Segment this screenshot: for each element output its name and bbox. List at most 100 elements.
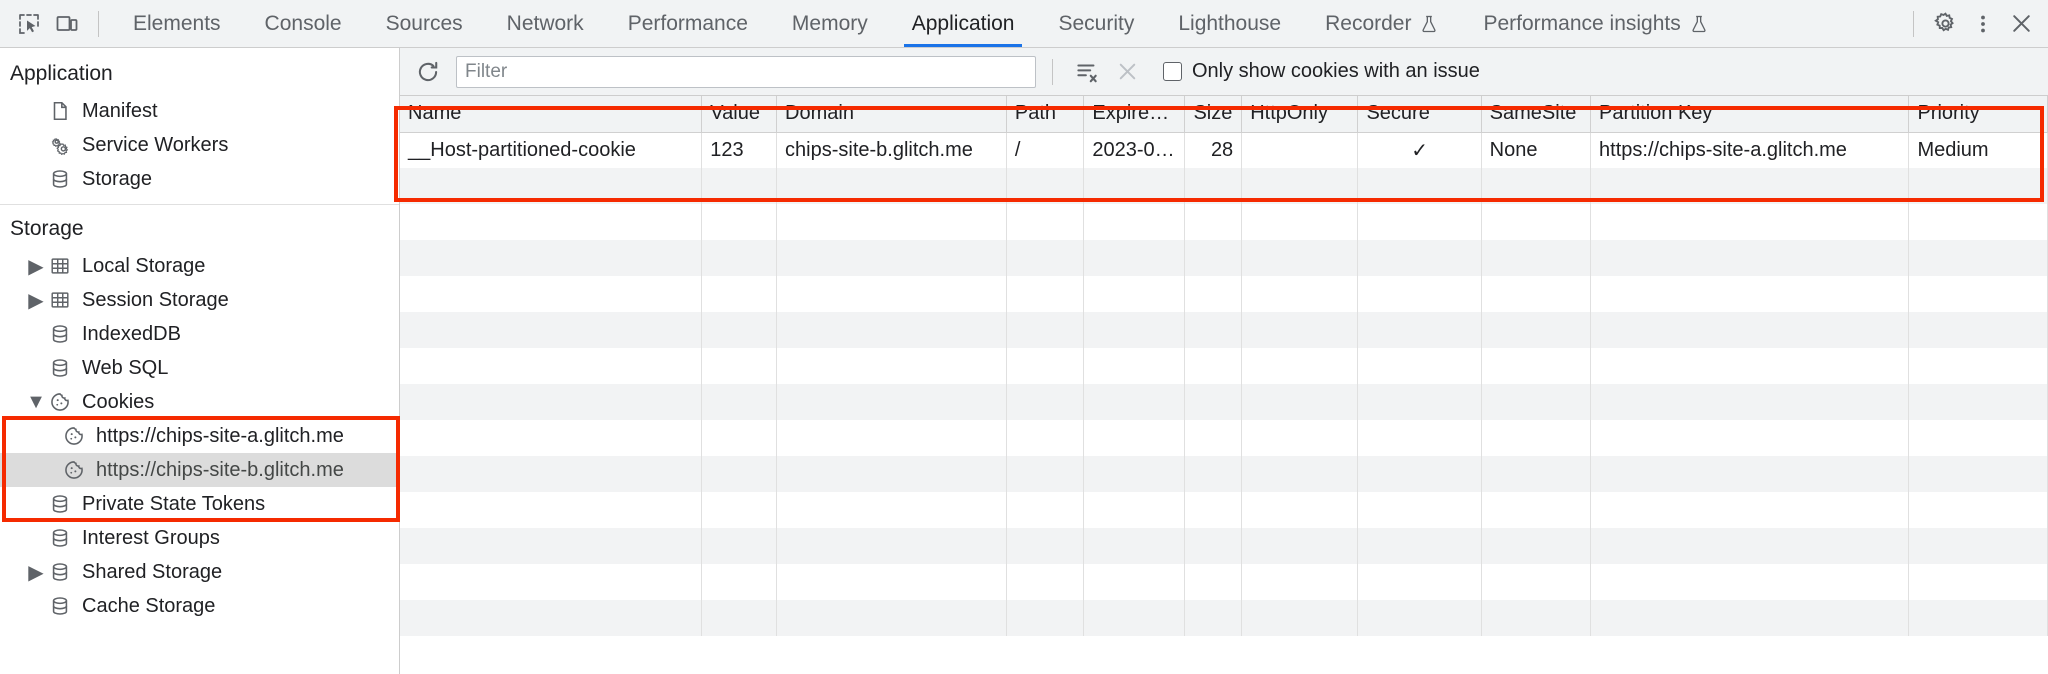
refresh-icon[interactable] [410,54,446,90]
sidebar-item-private-state-tokens[interactable]: ▶ Private State Tokens [0,487,399,521]
tab-elements[interactable]: Elements [111,0,243,47]
filler-cell [1184,240,1243,276]
tab-performance[interactable]: Performance [606,0,770,47]
filler-cell [1006,528,1085,564]
delete-selected-cookie-icon[interactable] [1109,54,1145,90]
filler-cell [776,312,1007,348]
column-header-expires[interactable]: Expires / M… [1083,96,1186,133]
filler-cell [1006,564,1085,600]
column-header-domain[interactable]: Domain [776,96,1007,133]
table-filler-row [400,204,2048,240]
database-icon [46,526,74,550]
filler-cell [1241,348,1359,384]
tab-console[interactable]: Console [243,0,364,47]
column-header-partition-key[interactable]: Partition Key [1590,96,1910,133]
filler-cell [1241,564,1359,600]
tab-application[interactable]: Application [890,0,1037,47]
filler-cell [1184,492,1243,528]
filler-cell [1357,564,1482,600]
sidebar-item-session-storage[interactable]: ▶ Session Storage [0,283,399,317]
column-header-path[interactable]: Path [1006,96,1085,133]
tab-elements-label: Elements [133,11,221,35]
filler-cell [701,420,778,456]
filler-cell [1481,564,1592,600]
table-filler-row [400,312,2048,348]
cell-expires: 2023-07-07… [1083,132,1186,168]
sidebar-item-service-workers[interactable]: ▶ Service Workers [0,128,399,162]
kebab-menu-icon[interactable] [1964,5,2002,43]
filler-cell [1908,204,2048,240]
inspect-element-icon[interactable] [10,5,48,43]
sidebar-item-cookies-chips-site-a[interactable]: https://chips-site-a.glitch.me [0,419,399,453]
column-header-name[interactable]: Name [400,96,703,133]
sidebar-item-label: Local Storage [82,255,206,277]
filler-cell [1006,240,1085,276]
column-header-value[interactable]: Value [701,96,778,133]
table-header-row: Name Value Domain Path Expires / M… Size… [400,96,2048,133]
chevron-down-icon[interactable]: ▼ [26,390,46,413]
filter-toolbar-divider [1052,58,1053,85]
filler-cell [776,348,1007,384]
filler-cell [776,420,1007,456]
devtools-body: Application ▶ Manifest ▶ [0,48,2048,674]
only-show-issues-checkbox[interactable] [1163,62,1182,81]
sidebar-item-web-sql[interactable]: ▶ Web SQL [0,351,399,385]
filler-cell [1357,276,1482,312]
filler-cell [701,312,778,348]
cookies-table-header: Name Value Domain Path Expires / M… Size… [400,96,2048,133]
filler-cell [1184,420,1243,456]
column-header-size[interactable]: Size [1184,96,1243,133]
sidebar-item-manifest[interactable]: ▶ Manifest [0,94,399,128]
device-toolbar-icon[interactable] [48,5,86,43]
filler-cell [1083,564,1186,600]
column-header-httponly[interactable]: HttpOnly [1241,96,1359,133]
sidebar-item-storage[interactable]: ▶ Storage [0,162,399,196]
tab-memory[interactable]: Memory [770,0,890,47]
filler-cell [701,348,778,384]
cell-domain: chips-site-b.glitch.me [776,132,1007,168]
tab-performance-insights[interactable]: Performance insights [1461,0,1730,47]
filler-cell [1357,384,1482,420]
sidebar-item-local-storage[interactable]: ▶ Local Storage [0,249,399,283]
chevron-right-icon[interactable]: ▶ [28,561,44,584]
tab-lighthouse[interactable]: Lighthouse [1156,0,1303,47]
sidebar-item-label: Storage [82,168,153,190]
close-icon[interactable] [2002,5,2040,43]
sidebar-item-cache-storage[interactable]: ▶ Cache Storage [0,589,399,623]
tab-sources[interactable]: Sources [364,0,485,47]
column-header-secure[interactable]: Secure [1357,96,1482,133]
filler-cell [1481,420,1592,456]
tab-recorder[interactable]: Recorder [1303,0,1461,47]
chevron-right-icon[interactable]: ▶ [28,255,44,278]
filler-cell [1184,312,1243,348]
sidebar-divider [0,204,399,205]
cell-value: 123 [701,132,778,168]
sidebar-item-shared-storage[interactable]: ▶ Shared Storage [0,555,399,589]
filler-cell [776,492,1007,528]
filler-cell [1006,456,1085,492]
only-show-issues-checkbox-row[interactable]: Only show cookies with an issue [1163,60,1480,83]
tab-network[interactable]: Network [485,0,606,47]
table-row[interactable]: __Host-partitioned-cookie 123 chips-site… [400,132,2048,168]
table-filler-row [400,168,2048,204]
filler-cell [1590,492,1910,528]
filler-cell [1908,348,2048,384]
clear-all-cookies-icon[interactable] [1069,54,1105,90]
panel-tab-strip: Elements Console Sources Network Perform… [111,0,1731,47]
tab-security[interactable]: Security [1036,0,1156,47]
chevron-right-icon[interactable]: ▶ [28,289,44,312]
tab-performance-insights-label: Performance insights [1483,11,1681,35]
search-input[interactable] [456,55,1036,88]
filler-cell [1241,492,1359,528]
filler-cell [776,600,1007,636]
sidebar-item-indexeddb[interactable]: ▶ IndexedDB [0,317,399,351]
sidebar-item-cookies-chips-site-b[interactable]: https://chips-site-b.glitch.me [0,453,399,487]
sidebar-item-cookies[interactable]: ▼ Cookies [0,385,399,419]
sidebar-item-interest-groups[interactable]: ▶ Interest Groups [0,521,399,555]
gear-icon[interactable] [1926,5,1964,43]
filler-cell [1357,204,1482,240]
column-header-samesite[interactable]: SameSite [1481,96,1592,133]
column-header-priority[interactable]: Priority [1908,96,2048,133]
filler-cell [1908,384,2048,420]
